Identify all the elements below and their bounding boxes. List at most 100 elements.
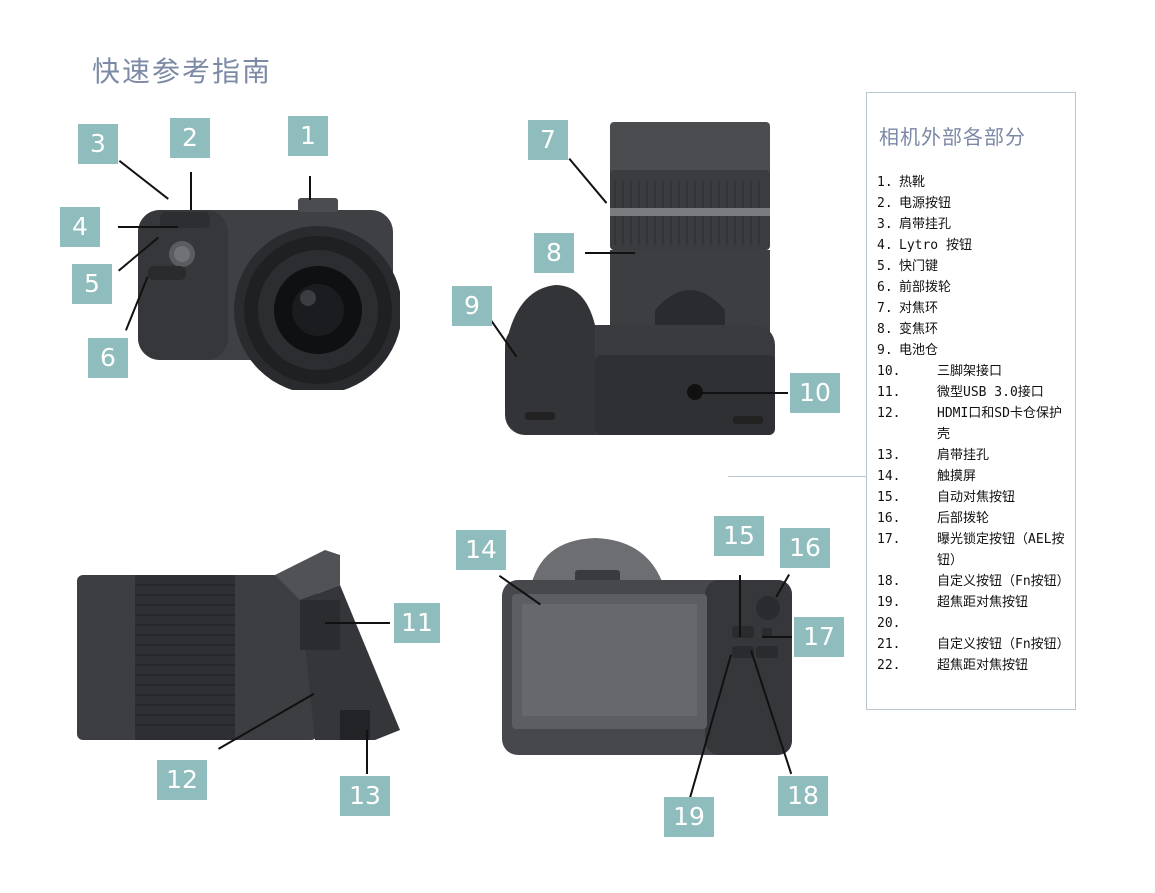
parts-list-item: 11. 微型USB 3.0接口: [877, 382, 1065, 403]
parts-panel: 相机外部各部分 1. 热靴 2. 电源按钮 3. 肩带挂孔 4. Lytro 按钮 5. 快门键 6…: [866, 92, 1076, 710]
callout-16: 16: [780, 528, 830, 568]
parts-list-item: 10. 三脚架接口: [877, 361, 1065, 382]
parts-item-label: 对焦环: [899, 301, 939, 316]
parts-list-item: 22. 超焦距对焦按钮: [877, 655, 1065, 676]
callout-6: 6: [88, 338, 128, 378]
parts-item-number: 5.: [877, 259, 893, 274]
parts-list-item: 3. 肩带挂孔: [877, 214, 1065, 235]
parts-item-number: 8.: [877, 322, 893, 337]
parts-item-number: 15.: [877, 490, 901, 505]
parts-item-number: 22.: [877, 658, 901, 673]
parts-item-number: 3.: [877, 217, 893, 232]
parts-list-item: 18. 自定义按钮（Fn按钮）: [877, 571, 1070, 592]
parts-list-item: 9. 电池仓: [877, 340, 1065, 361]
parts-item-label: 曝光锁定按钮（AEL按钮）: [937, 532, 1065, 568]
parts-list-item: 19. 超焦距对焦按钮: [877, 592, 1065, 613]
callout-8: 8: [534, 233, 574, 273]
parts-item-label: 超焦距对焦按钮: [937, 595, 1029, 610]
parts-item-number: 19.: [877, 595, 901, 610]
callout-7: 7: [528, 120, 568, 160]
parts-item-number: 9.: [877, 343, 893, 358]
callout-14: 14: [456, 530, 506, 570]
parts-item-label: 肩带挂孔: [937, 448, 990, 463]
callout-3: 3: [78, 124, 118, 164]
callout-2: 2: [170, 118, 210, 158]
parts-item-label: 微型USB 3.0接口: [937, 385, 1044, 400]
parts-item-number: 6.: [877, 280, 893, 295]
callout-5: 5: [72, 264, 112, 304]
callout-11: 11: [394, 603, 440, 643]
parts-item-label: 自定义按钮（Fn按钮）: [937, 637, 1070, 652]
parts-list-item: 1. 热靴: [877, 172, 1065, 193]
parts-item-label: HDMI口和SD卡仓保护壳: [937, 406, 1062, 442]
leader-line-10: [700, 392, 788, 394]
parts-item-label: 自定义按钮（Fn按钮）: [937, 574, 1070, 589]
parts-item-label: 前部拨轮: [899, 280, 952, 295]
parts-item-label: 后部拨轮: [937, 511, 990, 526]
parts-item-number: 12.: [877, 406, 901, 421]
callout-9: 9: [452, 286, 492, 326]
panel-connector-line: [728, 476, 866, 477]
parts-list-item: 17. 曝光锁定按钮（AEL按钮）: [877, 529, 1065, 571]
parts-item-label: 快门键: [899, 259, 939, 274]
parts-item-number: 16.: [877, 511, 901, 526]
parts-item-label: 电源按钮: [899, 196, 952, 211]
page-title: 快速参考指南: [92, 55, 273, 88]
leader-line-17: [762, 636, 792, 638]
parts-item-number: 7.: [877, 301, 893, 316]
parts-item-label: Lytro 按钮: [899, 238, 972, 253]
parts-list-item: 2. 电源按钮: [877, 193, 1065, 214]
parts-item-number: 1.: [877, 175, 893, 190]
camera-side-view: [75, 545, 415, 745]
parts-item-number: 17.: [877, 532, 901, 547]
callout-13: 13: [340, 776, 390, 816]
parts-item-label: 肩带挂孔: [899, 217, 952, 232]
parts-list-item: 21. 自定义按钮（Fn按钮）: [877, 634, 1070, 655]
parts-item-number: 10.: [877, 364, 901, 379]
leader-line-2: [190, 172, 192, 210]
parts-panel-title: 相机外部各部分: [879, 125, 1026, 149]
parts-item-label: 电池仓: [899, 343, 939, 358]
parts-item-number: 14.: [877, 469, 901, 484]
parts-item-label: 变焦环: [899, 322, 939, 337]
parts-item-number: 18.: [877, 574, 901, 589]
leader-line-4: [118, 226, 178, 228]
parts-list-item: 6. 前部拨轮: [877, 277, 1065, 298]
callout-17: 17: [794, 617, 844, 657]
callout-10: 10: [790, 373, 840, 413]
parts-list-item: 15. 自动对焦按钮: [877, 487, 1065, 508]
parts-list-item: 14. 触摸屏: [877, 466, 1065, 487]
callout-18: 18: [778, 776, 828, 816]
parts-list-item: 12. HDMI口和SD卡仓保护壳: [877, 403, 1065, 445]
leader-line-11: [325, 622, 390, 624]
camera-back-view: [500, 530, 800, 760]
leader-line-1: [309, 176, 311, 200]
parts-item-number: 11.: [877, 385, 901, 400]
parts-item-label: 热靴: [899, 175, 926, 190]
parts-item-number: 13.: [877, 448, 901, 463]
parts-list-item: 20.: [877, 613, 1065, 634]
parts-list-item: 4. Lytro 按钮: [877, 235, 1065, 256]
parts-list-item: 5. 快门键: [877, 256, 1065, 277]
parts-list: 1. 热靴 2. 电源按钮 3. 肩带挂孔 4. Lytro 按钮 5. 快门键 6. 前部拨轮 7. 对…: [877, 172, 1070, 676]
parts-list-item: 16. 后部拨轮: [877, 508, 1065, 529]
parts-item-number: 2.: [877, 196, 893, 211]
callout-4: 4: [60, 207, 100, 247]
leader-line-8: [585, 252, 635, 254]
leader-line-13: [366, 730, 368, 774]
parts-item-number: 20.: [877, 616, 901, 631]
parts-item-number: 4.: [877, 238, 893, 253]
parts-item-number: 21.: [877, 637, 901, 652]
parts-item-label: 超焦距对焦按钮: [937, 658, 1029, 673]
parts-list-item: 7. 对焦环: [877, 298, 1065, 319]
callout-15: 15: [714, 516, 764, 556]
parts-item-label: 自动对焦按钮: [937, 490, 1016, 505]
parts-item-label: 触摸屏: [937, 469, 977, 484]
parts-item-label: [937, 613, 1065, 634]
parts-item-label: 三脚架接口: [937, 364, 1003, 379]
leader-line-15: [739, 575, 741, 637]
parts-list-item: 13. 肩带挂孔: [877, 445, 1065, 466]
callout-1: 1: [288, 116, 328, 156]
camera-front-view: [130, 190, 400, 390]
callout-12: 12: [157, 760, 207, 800]
